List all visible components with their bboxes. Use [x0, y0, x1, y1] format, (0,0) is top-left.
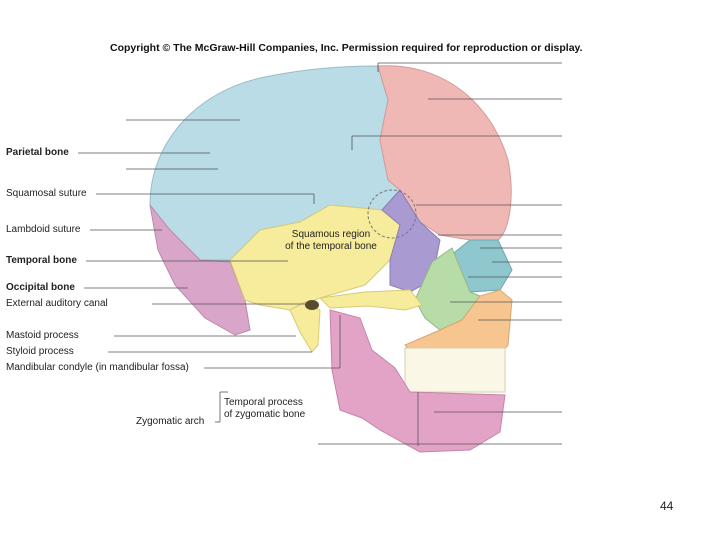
label-temporal-process: Temporal process of zygomatic bone	[224, 397, 305, 421]
label-styloid-process: Styloid process	[6, 346, 74, 358]
auditory-canal-opening	[305, 300, 319, 310]
squamous-line-1: Squamous region	[276, 229, 386, 241]
temporal-process-line-1: Temporal process	[224, 397, 305, 409]
squamous-line-2: of the temporal bone	[276, 241, 386, 253]
label-temporal-bone: Temporal bone	[6, 255, 77, 267]
label-occipital-bone: Occipital bone	[6, 282, 75, 294]
label-squamous-region: Squamous region of the temporal bone	[276, 229, 386, 253]
label-squamosal-suture: Squamosal suture	[6, 188, 87, 200]
mastoid-process-region	[290, 302, 320, 352]
label-mastoid-process: Mastoid process	[6, 330, 79, 342]
label-external-auditory-canal: External auditory canal	[6, 298, 108, 310]
teeth-region	[405, 348, 505, 392]
temporal-process-line-2: of zygomatic bone	[224, 409, 305, 421]
label-parietal-bone: Parietal bone	[6, 147, 69, 159]
copyright-notice: Copyright © The McGraw-Hill Companies, I…	[110, 42, 583, 54]
label-zygomatic-arch: Zygomatic arch	[136, 416, 204, 428]
page-number: 44	[660, 499, 673, 513]
label-lambdoid-suture: Lambdoid suture	[6, 224, 81, 236]
label-mandibular-condyle: Mandibular condyle (in mandibular fossa)	[6, 362, 189, 374]
